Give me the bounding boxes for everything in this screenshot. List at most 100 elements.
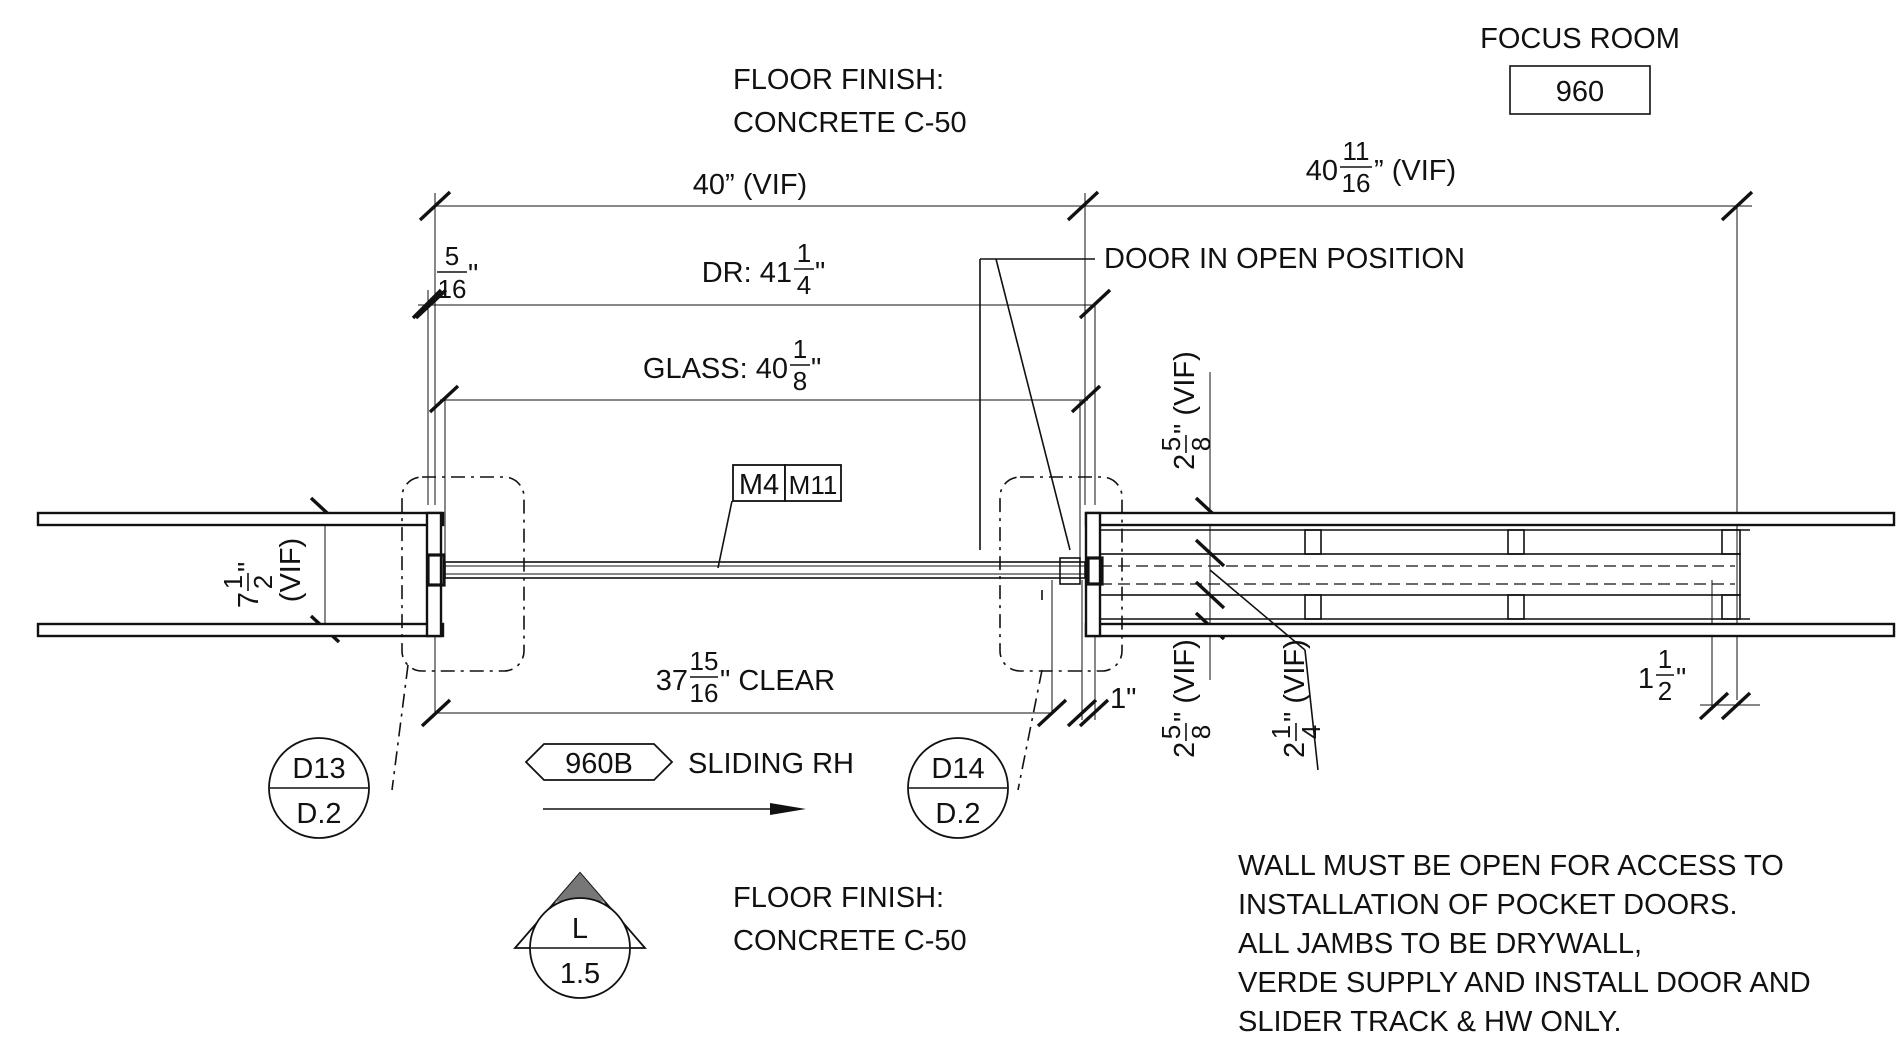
dim-pocket-suffix: ” (VIF) [1374,155,1456,187]
general-notes: WALL MUST BE OPEN FOR ACCESS TO INSTALLA… [1238,850,1811,1038]
detail-bubble-left: D13 D.2 [268,737,370,839]
dim-end-den: 2 [1658,676,1672,706]
floor-finish-bottom-line1: FLOOR FINISH: [733,882,944,914]
dim-glass-num: 1 [793,334,807,364]
dim-pocket-den: 16 [1342,168,1371,198]
pocket-stud [1721,529,1741,555]
pocket-stud [1507,529,1525,555]
dim-pocket-mid-den: 4 [1296,725,1326,739]
dim-clear-num: 15 [690,646,719,676]
material-tag-1: M4 [739,469,779,501]
tick [414,288,448,320]
door-tag-number: 960B [565,748,633,780]
room-label: FOCUS ROOM 960 [1480,23,1680,115]
callout-boundary-left [401,476,525,672]
floor-finish-top-line2: CONCRETE C-50 [733,107,967,139]
dim-clear-suffix: " CLEAR [720,665,835,697]
dim-pocket-bot-suffix: " (VIF) [1169,639,1201,722]
dim-glass-den: 8 [793,366,807,396]
leader-pocket [1209,569,1306,651]
dim-wall-vif: (VIF) [275,538,307,602]
dim-pocket-mid: 2 1 4 " (VIF) [1266,639,1326,758]
note-line: SLIDER TRACK & HW ONLY. [1238,1006,1622,1038]
dim-pocket-num: 11 [1343,136,1370,166]
leader-right [1017,669,1043,791]
note-line: INSTALLATION OF POCKET DOORS. [1238,889,1738,921]
tick [1194,538,1226,568]
tick [428,384,460,414]
door-tag [524,743,674,781]
left-rail [426,553,446,587]
leader-pocket [1304,649,1319,771]
dim-glass-suffix: " [811,353,821,385]
leader-left [391,664,409,791]
floor-finish-bottom-line2: CONCRETE C-50 [733,925,967,957]
dim-pocket-whole: 40 [1306,155,1338,187]
dim-pocket-mid-num: 1 [1266,725,1296,739]
left-wall-top [36,511,445,527]
dim-end-whole: 1 [1638,663,1654,695]
jamb-stop [1086,556,1104,586]
floor-finish-bottom: FLOOR FINISH: CONCRETE C-50 [733,882,967,957]
material-tag-2-box [784,464,842,502]
room-number: 960 [1556,76,1604,108]
dim-pocket-mid-whole: 2 [1279,742,1311,758]
dim-pocket-top-suffix: " (VIF) [1169,351,1201,434]
pocket-stud [1304,529,1322,555]
note-line: WALL MUST BE OPEN FOR ACCESS TO [1238,850,1784,882]
dim-glass-prefix: GLASS: 40 [643,353,788,385]
floor-finish-top-line1: FLOOR FINISH: [733,64,944,96]
tick [420,698,452,728]
dim-dr-den: 4 [797,270,811,300]
dim-dr-suffix: " [815,257,825,289]
dimension-text: 40” (VIF) 40 11 16 ” (VIF) DR: 41 1 4 " … [218,136,1686,758]
dim-wall-suffix: " [233,562,265,572]
door-type: SLIDING RH [688,748,854,780]
glass-panel [444,561,1086,579]
detail-right-bottom: D.2 [935,798,980,830]
right-wall-bottom [1084,622,1896,638]
right-rail [1059,557,1081,585]
dim-pocket-bottom: 2 5 8 " (VIF) [1156,639,1216,758]
dim-clear-den: 16 [690,678,719,708]
dim-dr-num: 1 [797,238,811,268]
dim-wall-den: 2 [248,575,278,589]
level-bottom: 1.5 [560,958,600,990]
material-tag-1-box [732,464,786,502]
dim-end-suffix: " [1676,663,1686,695]
tick [1070,384,1102,414]
detail-bubble-right: D14 D.2 [907,737,1009,839]
dim-wall: 7 1 2 " (VIF) [218,538,307,608]
dim-pocket-top-whole: 2 [1169,454,1201,470]
dim-clear-whole: 37 [656,665,688,697]
floor-finish-top: FLOOR FINISH: CONCRETE C-50 [733,64,967,139]
level-marker: L 1.5 [513,871,647,999]
leader-material [717,500,733,569]
left-wall-bottom [36,622,445,638]
callout-boundary-right [999,476,1123,672]
room-name: FOCUS ROOM [1480,23,1680,55]
detail-left-bottom: D.2 [296,798,341,830]
pocket-stud [1507,594,1525,620]
dim-pocket-bot-whole: 2 [1169,742,1201,758]
leaders [717,258,1319,771]
tick [418,190,452,222]
pocket-stud [1721,594,1741,620]
sliding-door [426,553,1104,600]
room-number-box [1509,65,1651,115]
detail-left-top: D13 [292,753,345,785]
detail-callouts [391,476,1123,791]
door-open-label: DOOR IN OPEN POSITION [1104,243,1465,275]
leader-door-open [995,258,1071,551]
dim-wall-num: 1 [218,575,248,589]
tick [1078,288,1112,320]
dim-opening: 40” (VIF) [693,169,807,201]
dim-gap-suffix: " [468,259,478,291]
right-wall-top [1084,511,1896,527]
labels: DOOR IN OPEN POSITION M4 M11 960B SLIDIN… [524,243,1465,815]
walls [36,511,1896,638]
tick [1720,691,1752,721]
tick [1698,691,1730,721]
dimension-lines [309,190,1760,728]
